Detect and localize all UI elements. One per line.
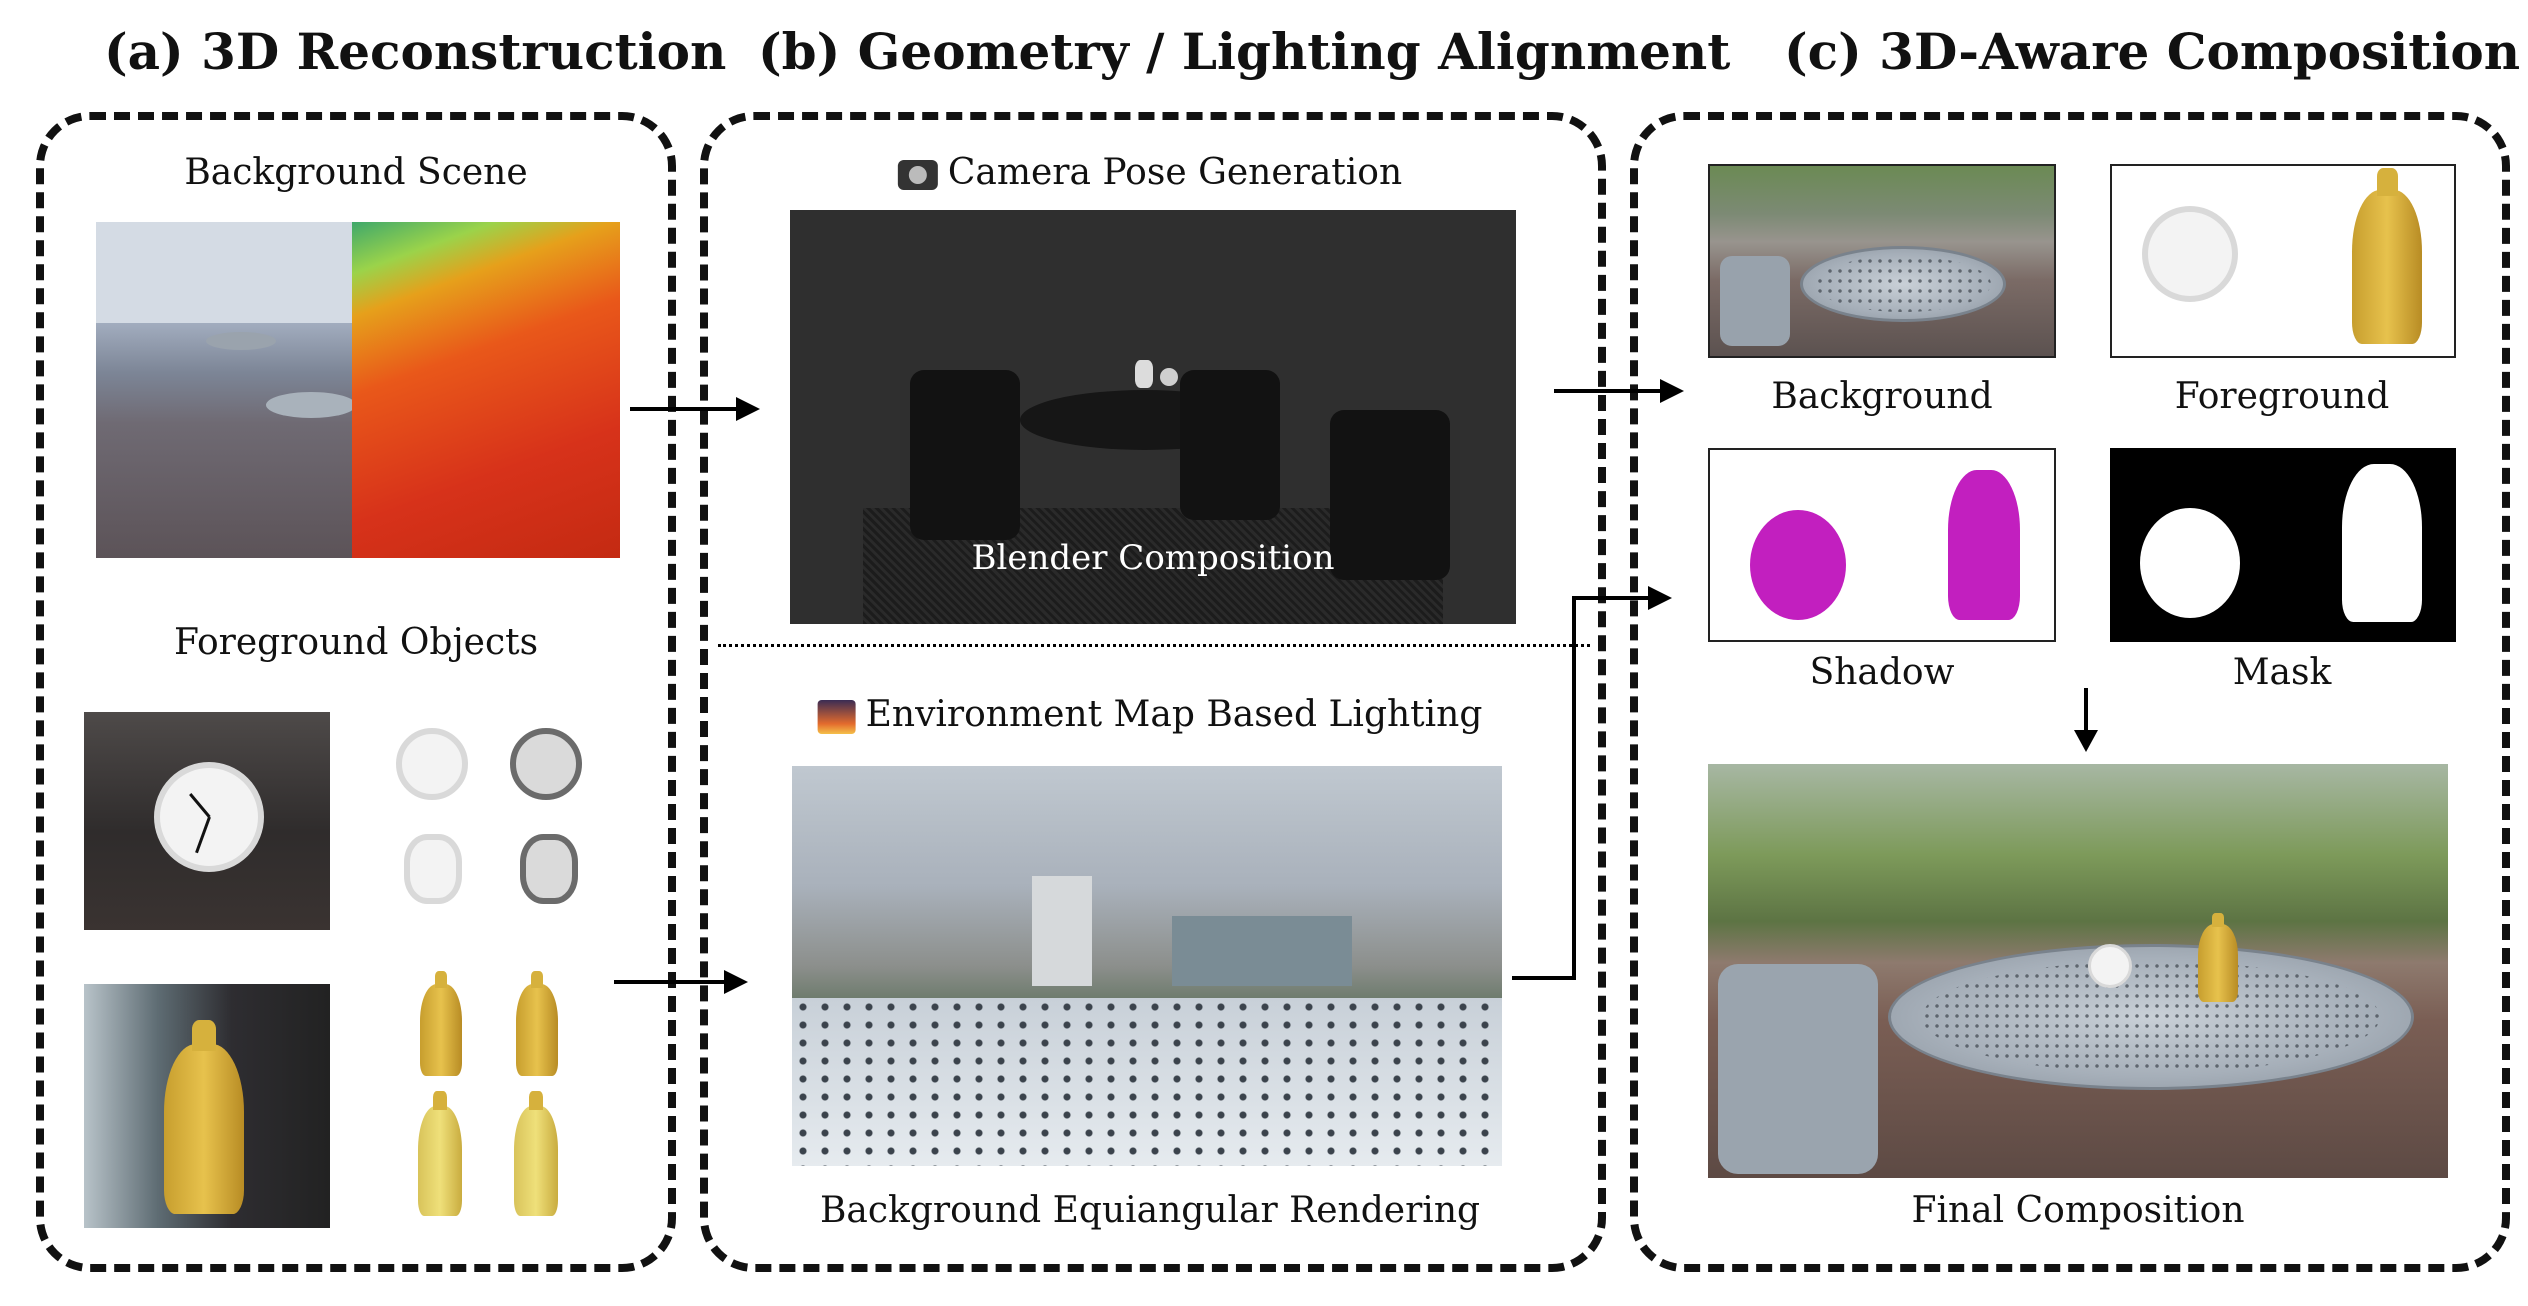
envmap-text: Environment Map Based Lighting bbox=[865, 694, 1483, 735]
foreground-crop bbox=[2110, 164, 2456, 358]
camera-pose-label: Camera Pose Generation bbox=[897, 152, 1403, 193]
arrow-head-1 bbox=[736, 397, 760, 421]
envmap-label: Environment Map Based Lighting bbox=[817, 694, 1483, 735]
sunset-icon bbox=[817, 700, 856, 734]
background-scene-depth-image bbox=[352, 222, 620, 558]
bottle-render-2 bbox=[516, 971, 558, 1076]
arrow-down-line bbox=[2084, 688, 2088, 734]
background-scene-label: Background Scene bbox=[184, 152, 528, 193]
pano-label: Background Equiangular Rendering bbox=[819, 1190, 1481, 1231]
clock-render-3 bbox=[404, 834, 462, 904]
background-crop bbox=[1708, 164, 2056, 358]
clock-render-1 bbox=[396, 728, 468, 800]
divider bbox=[718, 644, 1590, 647]
foreground-objects-label: Foreground Objects bbox=[173, 622, 539, 663]
clock-render-2 bbox=[510, 728, 582, 800]
panel-reconstruction bbox=[36, 112, 676, 1272]
section-b-title: (b) Geometry / Lighting Alignment bbox=[758, 22, 1731, 81]
arrow-scene-to-blender bbox=[630, 407, 740, 411]
final-composition-image bbox=[1708, 764, 2448, 1178]
bottle-photo bbox=[84, 984, 330, 1228]
clock-render-4 bbox=[520, 834, 578, 904]
bottle-render-3 bbox=[418, 1090, 462, 1216]
shadow-label: Shadow bbox=[1809, 652, 1955, 693]
arrow-head-4 bbox=[1648, 586, 1672, 610]
camera-pose-text: Camera Pose Generation bbox=[947, 152, 1403, 193]
arrow-env-seg3 bbox=[1572, 596, 1652, 600]
arrow-objects-to-envmap bbox=[614, 980, 728, 984]
panel-composition bbox=[1630, 112, 2510, 1272]
arrow-down-head bbox=[2074, 730, 2098, 752]
clock-photo bbox=[84, 712, 330, 930]
camera-icon bbox=[897, 160, 938, 190]
final-composition-label: Final Composition bbox=[1911, 1190, 2245, 1231]
background-scene-rgb-image bbox=[96, 222, 352, 558]
arrow-env-seg2 bbox=[1572, 596, 1576, 980]
mask-label: Mask bbox=[2232, 652, 2332, 693]
background-label: Background bbox=[1771, 376, 1993, 417]
mask-crop bbox=[2110, 448, 2456, 642]
bottle-render-4 bbox=[514, 1090, 558, 1216]
arrow-blender-to-composition bbox=[1554, 389, 1664, 393]
blender-composition-label: Blender Composition bbox=[971, 538, 1335, 578]
panel-alignment bbox=[700, 112, 1606, 1272]
bottle-render-1 bbox=[420, 971, 462, 1076]
section-c-title: (c) 3D-Aware Composition bbox=[1784, 22, 2521, 81]
shadow-crop bbox=[1708, 448, 2056, 642]
arrow-env-seg1 bbox=[1512, 976, 1576, 980]
section-a-title: (a) 3D Reconstruction bbox=[104, 22, 727, 81]
blender-viewport: Blender Composition bbox=[790, 210, 1516, 624]
foreground-label: Foreground bbox=[2174, 376, 2390, 417]
equirectangular-panorama bbox=[792, 766, 1502, 1166]
arrow-head-2 bbox=[724, 970, 748, 994]
arrow-head-3 bbox=[1660, 379, 1684, 403]
